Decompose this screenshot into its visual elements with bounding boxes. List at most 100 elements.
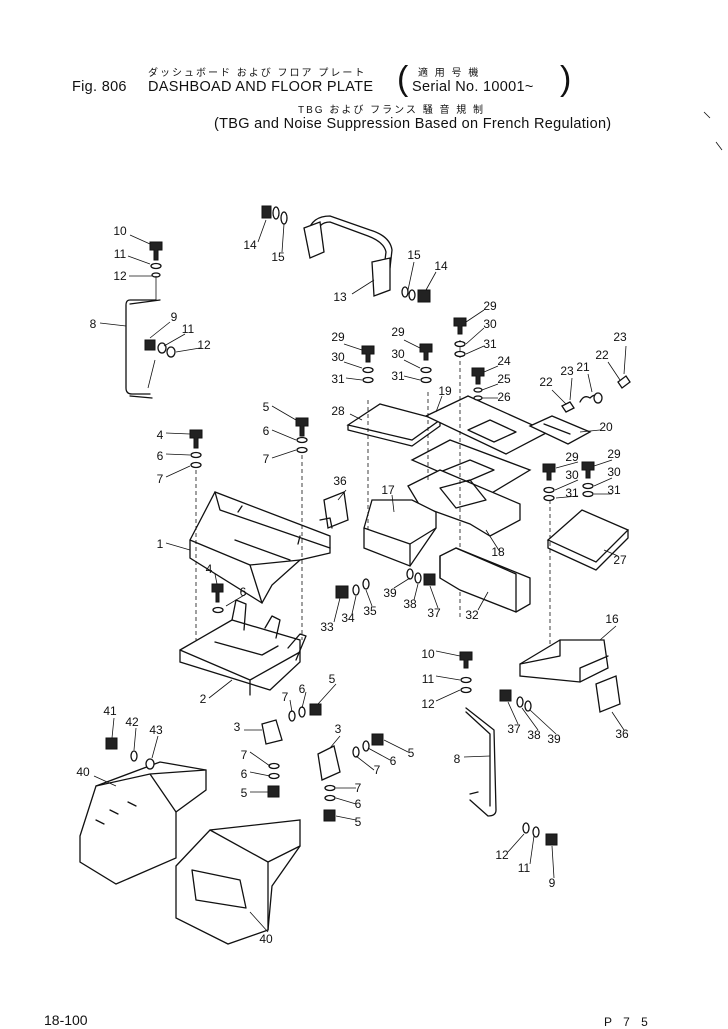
callout-c7c: 7 (282, 690, 289, 704)
callout-c32: 32 (465, 608, 479, 622)
callout-c6e: 6 (241, 767, 248, 781)
callout-c7e: 7 (374, 763, 381, 777)
callout-c38a: 38 (403, 597, 417, 611)
callout-c30e: 30 (607, 465, 621, 479)
side-covers-40 (79, 717, 301, 945)
callout-c21: 21 (576, 360, 590, 374)
callout-c29e: 29 (607, 447, 621, 461)
callout-c31a: 31 (331, 372, 345, 386)
callout-c9b: 9 (549, 876, 556, 890)
callout-c39b: 39 (547, 732, 561, 746)
title-japanese: ダッシュボード および フロア プレート (148, 68, 367, 79)
applicability-japanese: 適 用 号 機 (418, 68, 481, 79)
callout-c29c: 29 (483, 299, 497, 313)
callout-c30d: 30 (565, 468, 579, 482)
rod-assembly-lower (435, 650, 558, 879)
callout-c15a: 15 (271, 250, 285, 264)
callout-c13: 13 (333, 290, 347, 304)
dashboard-panel (165, 491, 331, 604)
callout-c6b: 6 (157, 449, 164, 463)
callout-c4b: 4 (206, 562, 213, 576)
callout-c42: 42 (125, 715, 139, 729)
callout-c3a: 3 (234, 720, 241, 734)
callout-c27: 27 (613, 553, 627, 567)
callout-c26: 26 (497, 390, 511, 404)
callout-c43: 43 (149, 723, 163, 737)
callout-c31d: 31 (565, 486, 579, 500)
callout-c31b: 31 (391, 369, 405, 383)
callout-c5d: 5 (408, 746, 415, 760)
callout-c16: 16 (605, 612, 619, 626)
callout-c8a: 8 (90, 317, 97, 331)
callout-c29b: 29 (391, 325, 405, 339)
callout-c31e: 31 (607, 483, 621, 497)
callout-c30b: 30 (391, 347, 405, 361)
callout-c7b: 7 (157, 472, 164, 486)
paren-open: ( (397, 60, 409, 98)
callout-c33: 33 (320, 620, 334, 634)
callout-c35: 35 (363, 604, 377, 618)
fastener-stack-left (165, 405, 309, 640)
page-number: 18-100 (44, 1012, 88, 1028)
callout-c5c: 5 (241, 786, 248, 800)
floor-plates-center (346, 340, 551, 660)
linkage-right (528, 345, 631, 445)
callout-c1: 1 (157, 537, 164, 551)
callout-c23b: 23 (613, 330, 627, 344)
callout-c25: 25 (497, 372, 511, 386)
callout-c5e: 5 (355, 815, 362, 829)
callout-c6f: 6 (390, 754, 397, 768)
callout-c10a: 10 (113, 224, 127, 238)
corner-code: P 7 5 (604, 1015, 652, 1029)
callout-c40a: 40 (76, 765, 90, 779)
callout-c11c: 11 (422, 672, 435, 686)
callout-c10b: 10 (421, 647, 435, 661)
callout-c17: 17 (381, 483, 395, 497)
bracket-16 (499, 625, 625, 735)
callout-c6a: 6 (263, 424, 270, 438)
subtitle-japanese: TBG および フランス 騒 音 規 制 (298, 105, 486, 116)
plate-27 (542, 459, 630, 571)
callout-c3b: 3 (335, 722, 342, 736)
callout-c29a: 29 (331, 330, 345, 344)
callout-c22a: 22 (539, 375, 553, 389)
callout-c37b: 37 (507, 722, 521, 736)
callout-c7a: 7 (263, 452, 270, 466)
callout-c6c: 6 (240, 585, 247, 599)
callout-c18: 18 (491, 545, 505, 559)
callout-c5b: 5 (329, 672, 336, 686)
callout-c7d: 7 (241, 748, 248, 762)
callout-c23a: 23 (560, 364, 574, 378)
callout-c22b: 22 (595, 348, 609, 362)
callout-c8b: 8 (454, 752, 461, 766)
callout-c34: 34 (341, 611, 355, 625)
callout-c14b: 14 (434, 259, 448, 273)
callout-c12d: 12 (495, 848, 509, 862)
bracket-stack-3 (244, 683, 409, 822)
callout-c12b: 12 (197, 338, 211, 352)
rod-assembly-upper (99, 234, 201, 399)
scan-edge-marks (703, 111, 723, 151)
figure-subtitle: (TBG and Noise Suppression Based on Fren… (214, 116, 612, 132)
callout-c12a: 12 (113, 269, 127, 283)
callout-c11a: 11 (114, 247, 127, 261)
callout-c2: 2 (200, 692, 207, 706)
callout-c11b: 11 (182, 322, 195, 336)
callout-c40b: 40 (259, 932, 273, 946)
callout-c28: 28 (331, 404, 345, 418)
callout-c9a: 9 (171, 310, 178, 324)
callout-c6d: 6 (299, 682, 306, 696)
callout-c30a: 30 (331, 350, 345, 364)
upper-bracket-bar (257, 205, 437, 303)
callout-c38b: 38 (527, 728, 541, 742)
floor-plate (179, 573, 307, 699)
figure-title: DASHBOAD AND FLOOR PLATE (148, 79, 374, 95)
center-bolts (333, 568, 439, 623)
callout-c31c: 31 (483, 337, 497, 351)
figure-number: Fig. 806 (72, 79, 127, 95)
callout-c41: 41 (103, 704, 117, 718)
callout-c15b: 15 (407, 248, 421, 262)
callout-c11d: 11 (518, 861, 531, 875)
